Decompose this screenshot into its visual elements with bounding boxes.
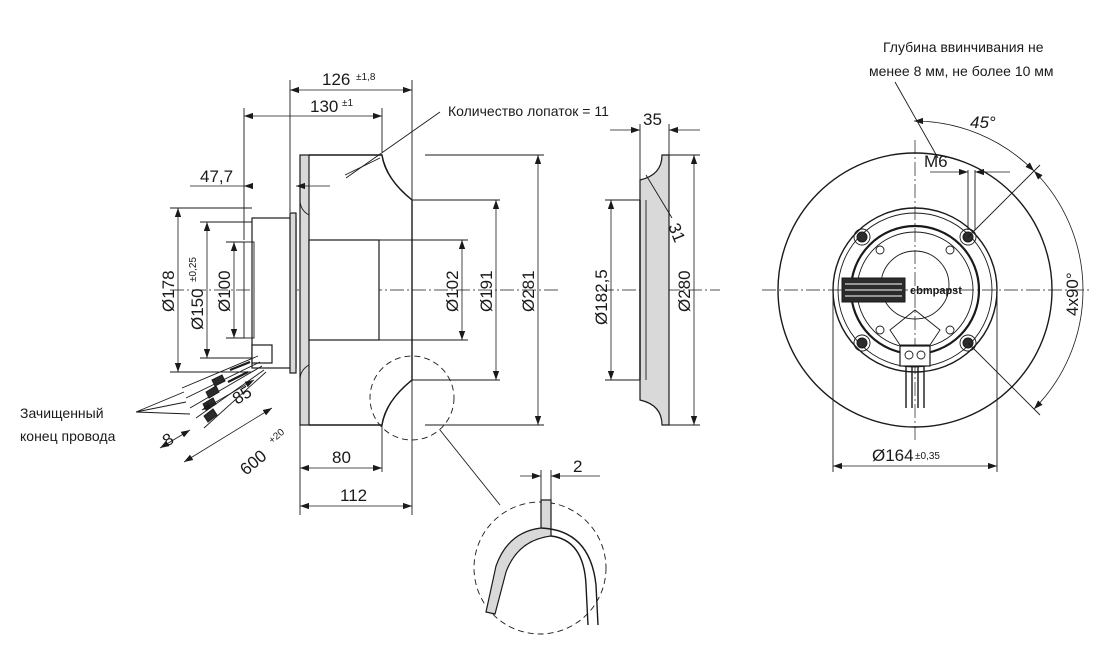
dim-47-7: 47,7 [200, 167, 233, 186]
dim-182-5: Ø182,5 [592, 269, 611, 325]
cable-gland [899, 345, 931, 367]
detail-profile-inner [485, 499, 552, 615]
dim-35: 35 [643, 110, 662, 129]
stripped-wire-label-1: Зачищенный [20, 405, 104, 421]
dim-191: Ø191 [477, 270, 496, 312]
dim-126-tol: ±1,8 [356, 72, 376, 83]
inlet-ring-view: 35 31 Ø182,5 Ø280 [592, 110, 720, 426]
dim-600: 600 [236, 446, 270, 479]
dim-85: 85 [229, 382, 255, 408]
dim-130-tol: ±1 [342, 98, 353, 109]
detail-view: 2 [473, 457, 607, 635]
impeller-back-plate [299, 154, 310, 426]
dim-112: 112 [340, 486, 367, 505]
dim-280: Ø280 [675, 270, 694, 312]
front-view: ebmpapst M6 Глубина ввинчивания не менее… [762, 39, 1090, 472]
dim-600-tol: +20 [267, 427, 287, 447]
angle-45: 45° [970, 113, 996, 132]
inlet-ring-profile [639, 154, 670, 426]
motor-flange [251, 217, 297, 369]
stripped-wire-label-2: конец провода [20, 428, 116, 444]
dim-150-tol: ±0,25 [188, 257, 199, 282]
side-view: Зачищенный конец провода Количество лопа… [20, 70, 609, 515]
screw-depth-label-1: Глубина ввинчивания не [883, 39, 1044, 55]
dim-130: 130 [310, 97, 338, 116]
dim-281: Ø281 [519, 270, 538, 312]
angle-4x90: 4x90° [1063, 272, 1082, 316]
detail-circle [473, 501, 607, 635]
dim-80: 80 [332, 448, 351, 467]
dim-164-tol: ±0,35 [915, 451, 940, 462]
dim-2: 2 [573, 457, 582, 476]
brand-logo: ebmpapst [910, 285, 962, 297]
screw-depth-label-2: менее 8 мм, не более 10 мм [869, 63, 1054, 79]
dim-126: 126 [322, 70, 350, 89]
dim-102: Ø102 [443, 270, 462, 312]
dim-164: Ø164 [872, 446, 914, 465]
blade-count-label: Количество лопаток = 11 [448, 103, 609, 119]
dim-178: Ø178 [159, 270, 178, 312]
detail-marker-circle [369, 355, 455, 441]
rotor [308, 239, 380, 341]
dim-150: Ø150 [188, 288, 207, 330]
dim-100: Ø100 [215, 270, 234, 312]
